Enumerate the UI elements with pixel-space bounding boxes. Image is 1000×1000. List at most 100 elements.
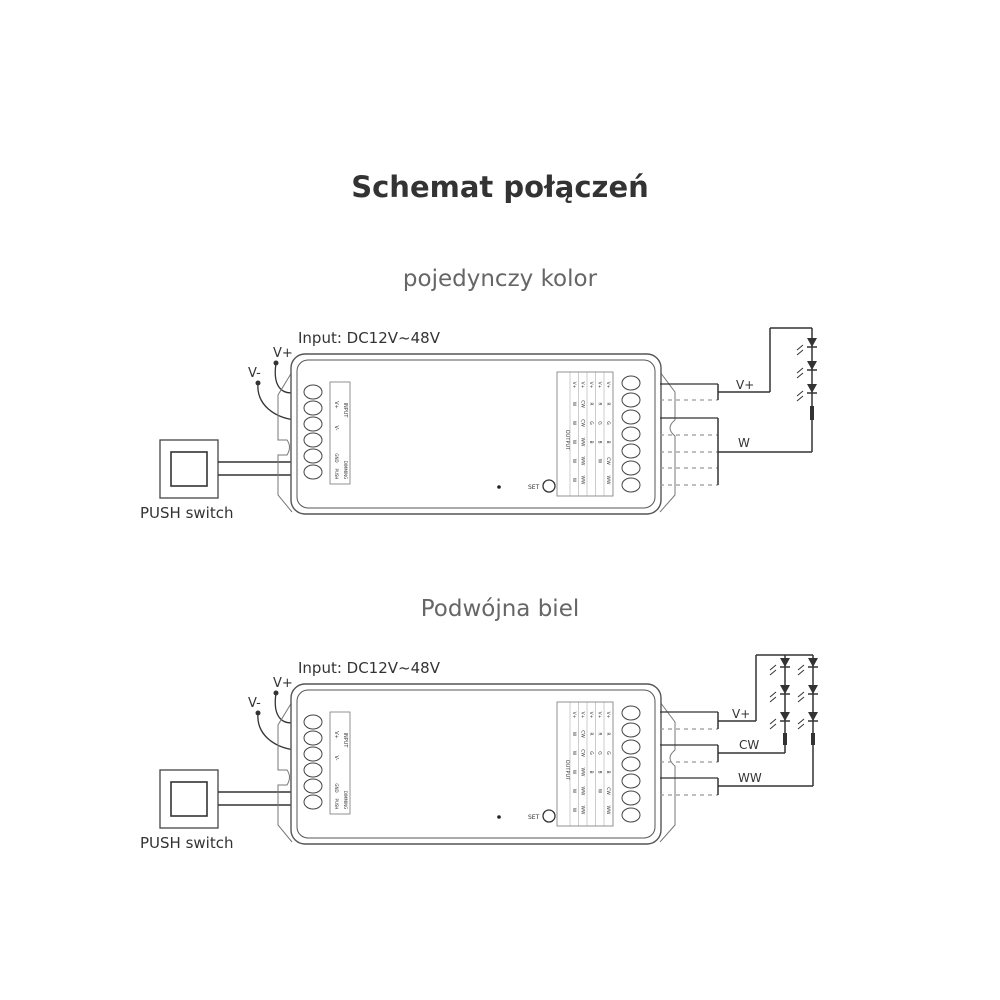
output-term: WW — [580, 787, 586, 796]
output-term: WW — [580, 476, 586, 485]
push-switch-button — [170, 781, 208, 817]
output-term: W — [571, 440, 577, 445]
controller-body — [290, 683, 662, 845]
output-term: R — [588, 402, 594, 405]
output-terminal — [621, 756, 641, 772]
output-terminal — [621, 426, 641, 442]
output-term: B — [588, 440, 594, 443]
led-ray — [796, 349, 804, 356]
output-term: V+ — [605, 382, 611, 389]
set-button — [542, 479, 556, 493]
output-term: W — [571, 421, 577, 426]
output-term: B — [605, 770, 611, 773]
input-terminal — [303, 432, 323, 448]
v-minus-wire — [257, 382, 297, 421]
output-header: OUTPUT — [564, 760, 570, 781]
output-term: W — [571, 478, 577, 483]
input-terminal — [303, 416, 323, 432]
push-switch-label: PUSH switch — [140, 834, 233, 852]
output-label-table — [556, 371, 614, 497]
input-terminal — [303, 464, 323, 480]
led-ray — [796, 367, 804, 374]
dimming-term: GND — [334, 783, 339, 792]
right-bracket — [659, 371, 676, 513]
input-terminal — [303, 384, 323, 400]
led-icon — [780, 712, 790, 721]
controller-body — [290, 353, 662, 515]
input-terminal — [303, 448, 323, 464]
output-term: G — [588, 421, 594, 425]
output-term: G — [597, 751, 603, 755]
right-bracket — [659, 701, 676, 843]
output-term: G — [605, 751, 611, 755]
controller-inner — [296, 359, 656, 509]
subtitle-dual-white: Podwójna biel — [420, 596, 580, 622]
led-ray — [797, 696, 805, 703]
output-term: CW — [580, 400, 586, 408]
output-term: WW — [580, 438, 586, 447]
led-ray — [797, 669, 805, 676]
output-term: V+ — [588, 712, 594, 719]
output-term: B — [588, 770, 594, 773]
left-bracket — [277, 371, 293, 513]
page-title: Schemat połączeń — [351, 170, 649, 204]
output-term: W — [571, 770, 577, 775]
led-icon — [807, 338, 817, 347]
output-label-cw: CW — [739, 738, 759, 752]
output-header: OUTPUT — [564, 430, 570, 451]
output-terminal — [621, 392, 641, 408]
output-label-w: W — [738, 436, 750, 450]
input-terminal — [303, 714, 323, 730]
output-label-ww: WW — [738, 771, 762, 785]
output-term: R — [597, 402, 603, 405]
subtitle-single-color: pojedynczy kolor — [402, 266, 598, 292]
output-term: R — [588, 732, 594, 735]
output-term: G — [597, 421, 603, 425]
output-term: W — [597, 789, 603, 794]
output-terminal — [621, 807, 641, 823]
led-ray — [796, 344, 804, 351]
led-ray — [797, 664, 805, 671]
output-term: WW — [605, 476, 611, 485]
output-terminal — [621, 773, 641, 789]
output-term: V+ — [597, 712, 603, 719]
dimming-term: PUSH — [334, 799, 339, 810]
output-terminal — [621, 409, 641, 425]
output-term: V+ — [605, 712, 611, 719]
input-terminal — [303, 400, 323, 416]
input-terminal — [303, 730, 323, 746]
controller-inner — [296, 689, 656, 839]
output-term: G — [588, 751, 594, 755]
led-ray — [796, 395, 804, 402]
led-ray — [797, 723, 805, 730]
output-term: V+ — [580, 382, 586, 389]
led-ray — [797, 718, 805, 725]
led-ray — [769, 664, 777, 671]
input-header: INPUT — [342, 733, 348, 749]
set-button — [542, 809, 556, 823]
output-terminal — [621, 790, 641, 806]
v-minus-label: V- — [248, 366, 261, 381]
dimming-header: DIMMING — [343, 791, 348, 809]
input-voltage-label: Input: DC12V~48V — [298, 659, 441, 677]
push-switch-label: PUSH switch — [140, 504, 233, 522]
led-ray — [797, 691, 805, 698]
output-terminal — [621, 460, 641, 476]
output-term: W — [571, 459, 577, 464]
input-term: V- — [333, 426, 339, 431]
led-ray — [796, 372, 804, 379]
input-terminal — [303, 762, 323, 778]
output-terminal — [621, 375, 641, 391]
set-label: SET — [528, 814, 540, 821]
status-indicator-dot — [497, 815, 501, 819]
output-term: CW — [580, 730, 586, 738]
led-icon — [807, 384, 817, 393]
output-term: CW — [580, 419, 586, 427]
output-term: CW — [605, 457, 611, 465]
status-indicator-dot — [497, 485, 501, 489]
output-term: WW — [605, 806, 611, 815]
led-ray — [769, 669, 777, 676]
